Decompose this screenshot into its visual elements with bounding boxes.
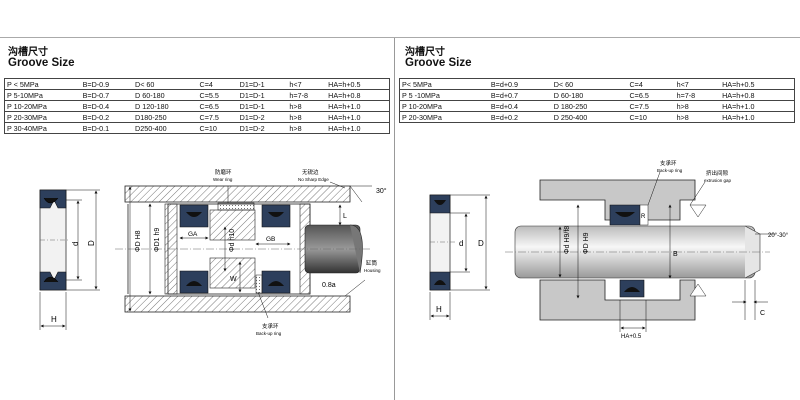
left-title-cn: 沟槽尺寸	[8, 47, 48, 58]
spec-cell: P 30-40MPa	[3, 122, 81, 134]
top-rule	[0, 37, 800, 38]
dim-d: d	[71, 242, 80, 246]
backup-ring-cn-right: 支承环	[660, 159, 677, 167]
dim-phid-right: Φd H9/f8	[564, 226, 571, 254]
seal-top-left	[179, 204, 209, 228]
wear-ring-en: Wear ring	[213, 177, 233, 182]
dim-HA-right: HA+0.5	[621, 334, 642, 340]
dim-C-right: C	[760, 310, 765, 317]
spec-cell: HA=h+1.0	[326, 122, 391, 134]
dim-phid: Φd h10	[229, 229, 236, 252]
dim-H: H	[51, 315, 57, 324]
housing-cn: 缸筒	[366, 259, 378, 267]
dim-D: D	[87, 240, 96, 246]
housing-en: Housing	[364, 268, 381, 273]
right-title-cn: 沟槽尺寸	[405, 47, 445, 58]
seal-bottom-left	[179, 270, 209, 294]
chamfer-label: 0.8a	[322, 282, 336, 289]
dim-phiD1: ΦD1 h9	[154, 228, 161, 252]
left-seal-profile: d D H	[39, 189, 100, 330]
spec-cell: C=10	[627, 111, 675, 123]
right-seal-profile: d D H	[429, 194, 490, 320]
seal-bottom-right	[261, 270, 291, 294]
wear-ring-cn: 防磨环	[215, 168, 232, 176]
seal-bottom-section	[39, 271, 67, 291]
extrusion-cn: 挤出间隙	[706, 169, 729, 177]
dim-H-right: H	[436, 305, 442, 314]
spec-cell: B=d+0.2	[488, 111, 552, 123]
spec-cell: h>8	[674, 111, 721, 123]
right-title-en: Groove Size	[405, 57, 472, 69]
left-title-en: Groove Size	[8, 57, 75, 69]
left-cylinder-assembly: ΦD H8 ΦD1 h9 Φd h10 GA GB W L 30° 0.8a 防…	[115, 168, 387, 336]
spec-cell: D 250-400	[551, 111, 628, 123]
dim-B-right: B	[673, 251, 678, 258]
dim-GB: GB	[266, 236, 275, 243]
backup-ring-en-right: Back-up ring	[657, 168, 683, 173]
spec-cell: h>8	[287, 122, 327, 134]
spec-cell: P 20-30MPa	[398, 111, 489, 123]
dim-W: W	[230, 276, 237, 283]
backup-ring-en: Back-up ring	[256, 331, 282, 336]
dim-L: L	[343, 213, 347, 220]
dim-phiD: ΦD H8	[135, 230, 142, 252]
extrusion-en: extrusion gap	[704, 178, 732, 183]
spec-cell: C=10	[197, 122, 238, 134]
no-sharp-en: No Sharp Edge	[298, 177, 329, 182]
spec-cell: D1=D-2	[237, 122, 288, 134]
angle-right: 20°-30°	[768, 233, 789, 239]
dim-GA: GA	[188, 231, 198, 238]
spec-cell: HA=h+1.0	[720, 111, 796, 123]
no-sharp-cn: 无锐边	[302, 168, 319, 176]
right-rod-assembly: R Φd H9/f8 ΦD H9 B HA+0.5 C 20°-30° 支承环 …	[505, 159, 789, 340]
dim-D-right: D	[478, 239, 484, 248]
spec-cell: D250-400	[133, 122, 198, 134]
angle-left: 30°	[376, 187, 387, 195]
dim-d-right: d	[459, 239, 463, 248]
backup-ring-cn: 支承环	[262, 322, 279, 330]
svg-text:R: R	[641, 214, 646, 220]
spec-cell: B=D-0.1	[80, 122, 134, 134]
panel-divider	[394, 38, 395, 400]
seal-top-right	[261, 204, 291, 228]
seal-top-section	[39, 189, 67, 209]
dim-phiD-right: ΦD H9	[583, 232, 590, 254]
